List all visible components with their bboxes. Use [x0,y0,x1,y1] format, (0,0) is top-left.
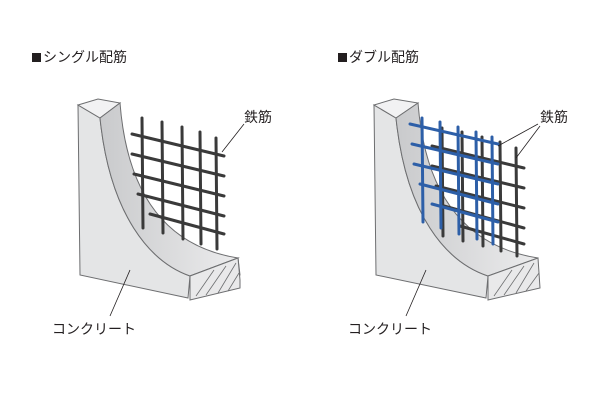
double-concrete-block [372,98,541,301]
single-rebar-title-text: シングル配筋 [43,50,127,66]
double-rebar-leader-front [497,123,539,147]
single-rebar-label: 鉄筋 [244,110,272,126]
double-concrete-leader [405,269,427,317]
double-panel [372,98,541,317]
double-cut-hatch [493,262,540,297]
double-rebar-title-text: ダブル配筋 [349,50,419,66]
double-rebar-label: 鉄筋 [540,110,568,126]
single-rebar-leader [221,123,245,153]
single-panel [76,98,245,317]
double-concrete-label: コンクリート [348,322,432,338]
double-rebar-leader-back [515,125,541,159]
single-concrete-cut [189,257,241,301]
double-rebar-front-mesh [408,116,500,246]
single-rebar-mesh [130,116,226,251]
single-concrete-leader [109,269,131,317]
single-cut-hatch [195,262,240,297]
title-square-icon [338,53,347,62]
double-rebar-title: ダブル配筋 [338,50,419,66]
title-square-icon [32,53,41,62]
single-concrete-block [76,98,241,301]
single-concrete-label: コンクリート [52,322,136,338]
single-rebar-title: シングル配筋 [32,50,127,66]
